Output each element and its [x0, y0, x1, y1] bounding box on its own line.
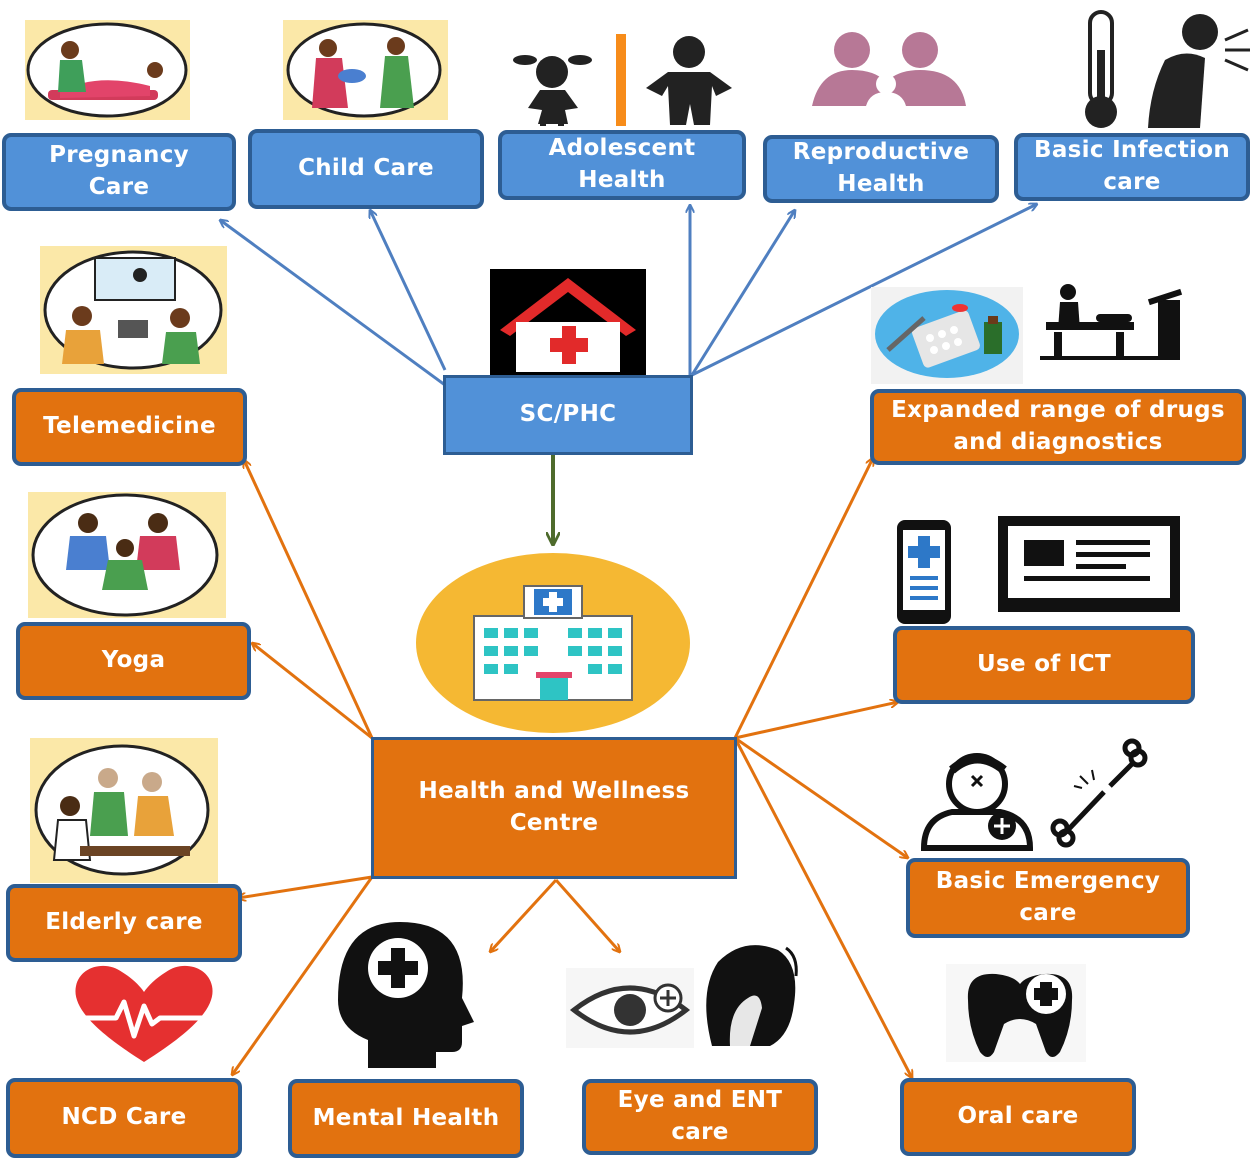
expanded-drugs-diagnostics-box: Expanded range of drugs and diagnostics	[870, 389, 1246, 465]
telemedicine-illustration	[40, 246, 227, 374]
use-of-ict-box: Use of ICT	[893, 626, 1195, 704]
elderly-care-box: Elderly care	[6, 884, 242, 962]
elderly-care-illustration	[30, 738, 218, 883]
child-care-illustration	[283, 20, 448, 120]
hospital-house-icon	[490, 269, 646, 375]
sc-phc-box: SC/PHC	[443, 375, 693, 455]
pregnancy-care-illustration	[25, 20, 190, 120]
ict-devices-icon	[897, 516, 1180, 624]
basic-emergency-care-box: Basic Emergency care	[906, 858, 1190, 938]
basic-infection-care-box: Basic Infection care	[1014, 133, 1250, 201]
oral-care-box: Oral care	[900, 1078, 1136, 1156]
adolescent-icon	[513, 34, 732, 126]
emergency-icon	[920, 738, 1148, 851]
ncd-care-box: NCD Care	[6, 1078, 242, 1158]
yoga-illustration	[28, 492, 226, 618]
mental-health-box: Mental Health	[288, 1079, 524, 1158]
eye-ent-care-box: Eye and ENT care	[582, 1079, 818, 1155]
reproductive-health-box: Reproductive Health	[763, 135, 999, 203]
brain-plus-icon	[338, 922, 474, 1068]
heart-pulse-icon	[75, 965, 213, 1062]
pregnancy-care-box: Pregnancy Care	[2, 133, 236, 211]
health-wellness-centre-box: Health and Wellness Centre	[371, 737, 737, 879]
hwc-arrows	[232, 458, 912, 1078]
hospital-building-icon	[416, 548, 692, 736]
telemedicine-box: Telemedicine	[12, 388, 247, 466]
reproductive-health-icon	[812, 32, 966, 106]
tooth-plus-icon	[946, 964, 1086, 1062]
thermometer-sneeze-icon	[1085, 10, 1250, 128]
sc-phc-arrows	[220, 204, 1037, 387]
eye-ent-icon	[566, 945, 798, 1048]
drugs-diagnostics-icon	[871, 282, 1190, 384]
child-care-box: Child Care	[248, 129, 484, 209]
yoga-box: Yoga	[16, 622, 251, 700]
adolescent-health-box: Adolescent Health	[498, 130, 746, 200]
